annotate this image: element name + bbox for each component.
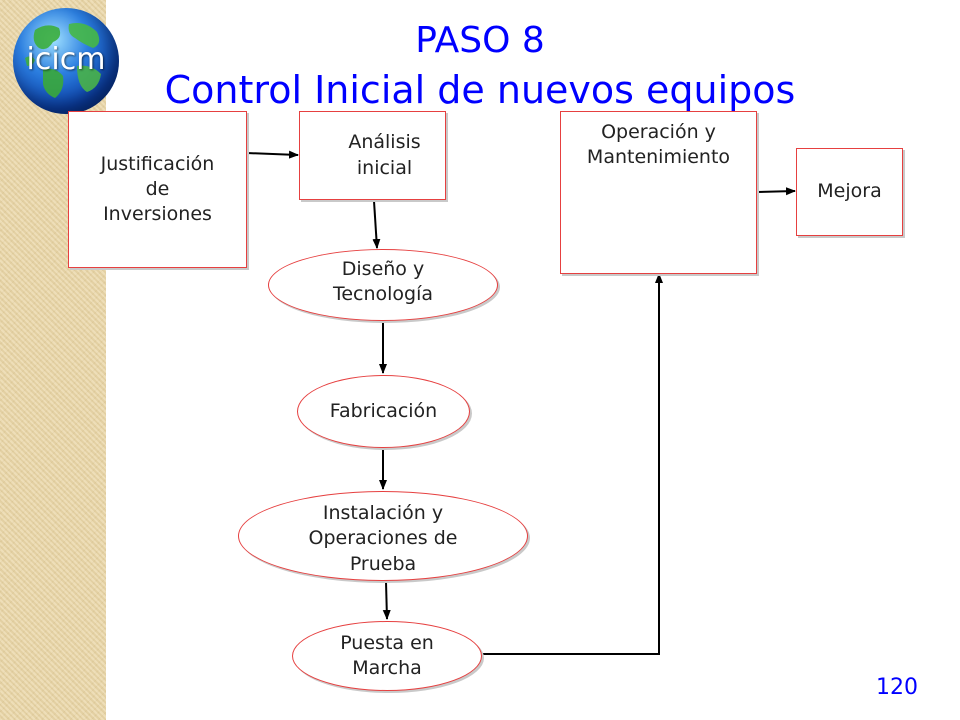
globe-logo: icicm: [13, 8, 119, 114]
page-number: 120: [876, 675, 918, 700]
arrow-puesta-operacion: [483, 273, 663, 655]
arrow-instalacion-puesta: [382, 581, 391, 620]
node-label: Operación y Mantenimiento: [586, 121, 731, 169]
arrow-analisis-diseno: [372, 200, 381, 249]
node-justificacion-inversiones: Justificación de Inversiones: [68, 111, 247, 268]
node-diseno-tecnologia: Diseño y Tecnología: [268, 249, 498, 321]
node-label: Análisis inicial: [348, 131, 421, 179]
node-instalacion-pruebas: Instalación y Operaciones de Prueba: [238, 491, 528, 581]
node-operacion-mantenimiento: Operación y Mantenimiento: [560, 111, 757, 274]
node-analisis-inicial: Análisis inicial: [299, 111, 446, 200]
node-fabricacion: Fabricación: [297, 375, 470, 448]
node-label: Instalación y Operaciones de Prueba: [308, 502, 458, 575]
page-title-step: PASO 8: [415, 20, 545, 61]
node-label: Fabricación: [329, 399, 438, 422]
arrow-operacion-mejora: [756, 187, 796, 196]
node-label: Puesta en Marcha: [340, 631, 434, 679]
node-label: Diseño y Tecnología: [332, 257, 434, 305]
page-title: Control Inicial de nuevos equipos: [164, 68, 796, 112]
node-label: Mejora: [817, 180, 882, 203]
node-puesta-en-marcha: Puesta en Marcha: [292, 621, 482, 691]
logo-text: icicm: [26, 42, 106, 77]
node-label: Justificación de Inversiones: [100, 152, 215, 226]
node-mejora: Mejora: [796, 148, 903, 236]
arrow-justificacion-analisis: [246, 150, 299, 159]
globe-continents-icon: [25, 23, 101, 98]
